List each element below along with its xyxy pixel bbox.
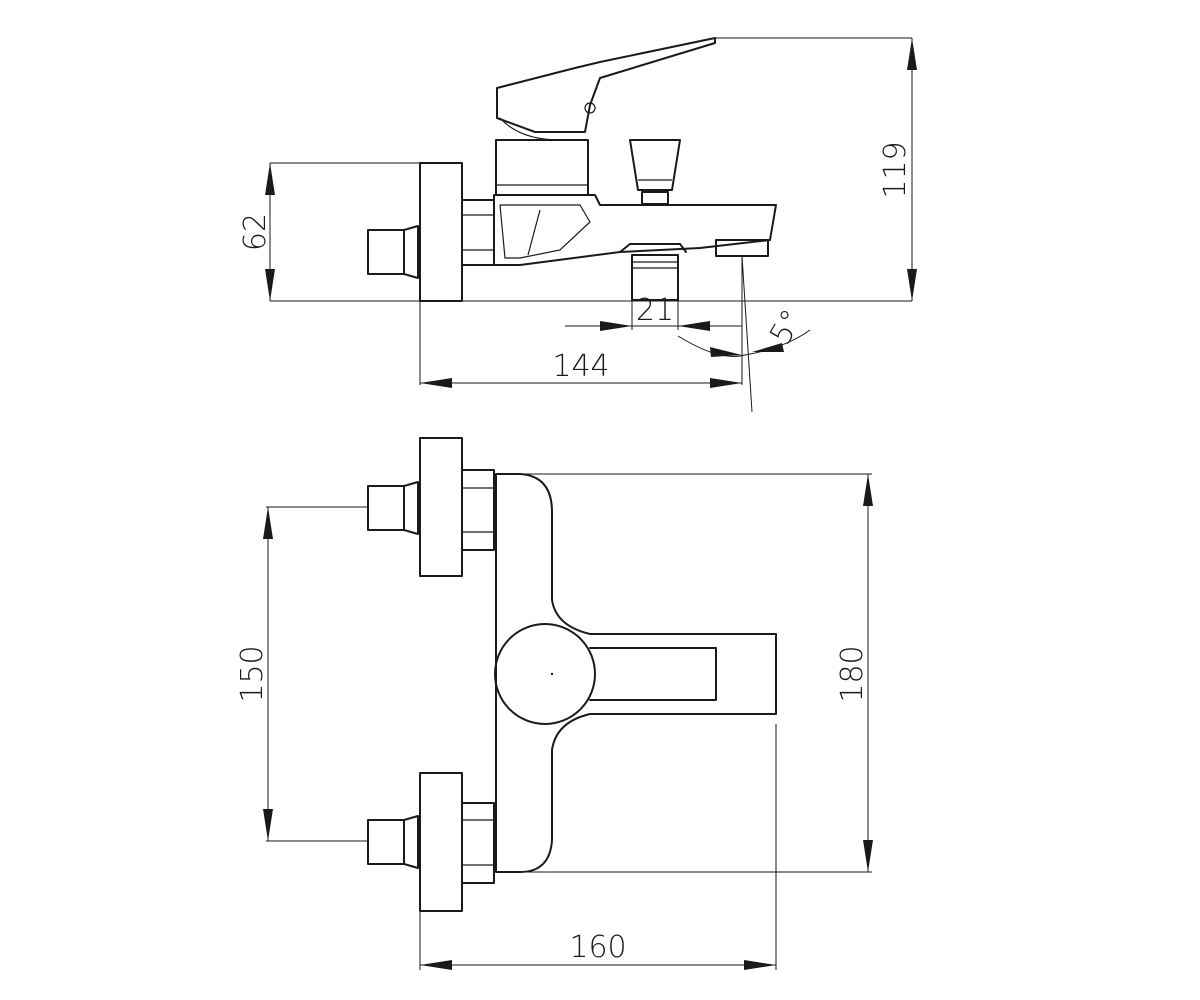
side-inlet-neck	[403, 225, 419, 279]
dim-label-62: 62	[238, 213, 273, 251]
top-lower-inlet-connector	[367, 819, 405, 865]
side-hex-nut	[461, 199, 495, 266]
top-upper-inlet-connector	[367, 485, 405, 531]
top-cartridge-cap	[494, 623, 596, 725]
dim-label-119: 119	[878, 141, 913, 198]
top-upper-flange	[419, 437, 463, 577]
top-view	[263, 437, 873, 970]
dim-label-5deg: 5°	[763, 304, 810, 351]
side-diverter-knob	[629, 139, 681, 191]
side-view	[265, 37, 917, 413]
dim-label-180: 180	[835, 645, 870, 702]
top-lever	[589, 647, 717, 701]
side-cartridge-housing	[495, 139, 589, 196]
dim-label-160: 160	[569, 930, 626, 965]
top-lower-flange	[419, 772, 463, 912]
side-bottom-outlet	[619, 243, 687, 253]
dim-label-144: 144	[552, 349, 609, 384]
side-inlet-connector	[367, 229, 405, 275]
top-upper-hex-nut	[461, 469, 495, 551]
dim-label-21: 21	[636, 293, 674, 328]
side-wall-flange	[419, 162, 463, 302]
dim-label-150: 150	[235, 645, 270, 702]
side-mixer-body	[493, 194, 777, 266]
side-lever-handle	[496, 37, 716, 133]
top-lower-hex-nut	[461, 802, 495, 884]
top-mixer-body	[495, 473, 777, 873]
